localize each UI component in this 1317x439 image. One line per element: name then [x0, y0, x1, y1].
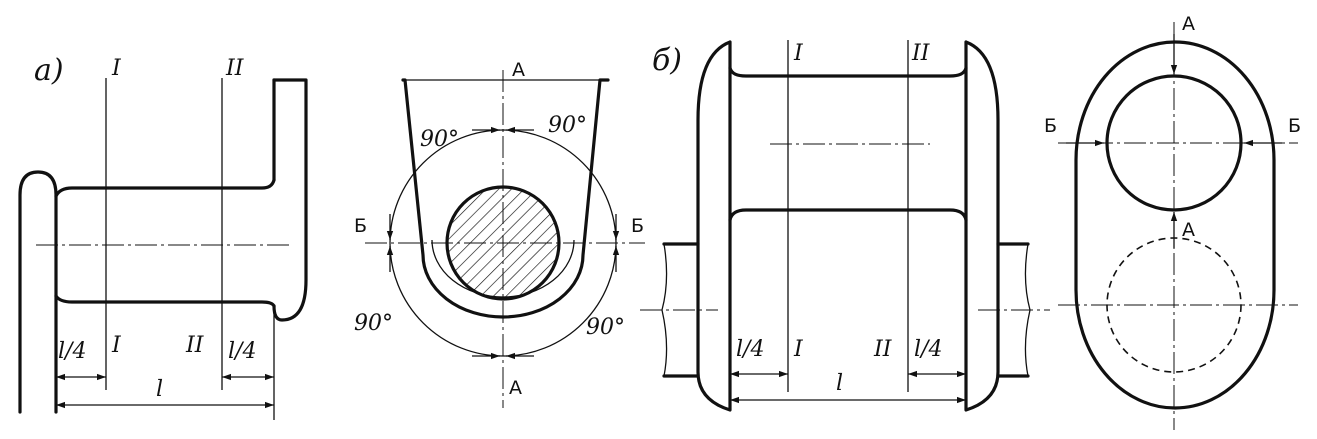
figure-b-label: б) — [652, 43, 682, 78]
link-b-left: Б — [1044, 115, 1057, 137]
section-a-bot-1: I — [111, 333, 122, 358]
angle-top-left: 90° — [420, 127, 459, 152]
dim-a-quarter-right-label: l/4 — [228, 339, 256, 364]
load-view: A A Б Б 90° 90° 90° 90° — [354, 59, 645, 408]
plate-b-right — [964, 40, 1000, 412]
roller-a-right-flange — [272, 78, 308, 322]
section-b-bot-2: II — [873, 337, 893, 362]
bush-b-body — [728, 66, 968, 78]
load-view-a-top: A — [512, 59, 525, 81]
angle-top-right: 90° — [548, 113, 587, 138]
section-b-top-1: I — [793, 41, 804, 66]
figure-b-assembly: б) I II I II l/4 l/4 l — [640, 40, 1050, 412]
dim-b-quarter-left-label: l/4 — [736, 337, 764, 362]
figure-a-roller: а) I II I II l/4 l/4 l — [18, 53, 308, 420]
dim-b-quarter-right-label: l/4 — [914, 337, 942, 362]
roller-a-left-flange — [18, 170, 58, 414]
section-b-bot-1: I — [793, 337, 804, 362]
load-view-b-left: Б — [354, 215, 367, 237]
link-outline — [1074, 40, 1276, 410]
pin-stub-left — [662, 242, 700, 378]
dim-a-quarter-left-label: l/4 — [58, 339, 86, 364]
load-view-a-bottom: A — [509, 377, 522, 399]
roller-a-body — [54, 178, 276, 198]
dim-b-length-label: l — [836, 371, 843, 396]
angle-bottom-right: 90° — [586, 315, 625, 340]
angle-bottom-left: 90° — [354, 311, 393, 336]
plate-b-left — [696, 40, 732, 412]
figure-a-label: а) — [34, 53, 64, 88]
pin-stub-right — [996, 242, 1030, 378]
link-a-top: A — [1182, 13, 1195, 35]
link-view: A A Б Б — [1044, 13, 1301, 430]
section-a-top-1: I — [111, 56, 122, 81]
link-a-middle: A — [1182, 219, 1195, 241]
section-a-bot-2: II — [185, 333, 205, 358]
angle-circle — [389, 129, 617, 357]
section-a-top-2: II — [225, 56, 245, 81]
link-b-right: Б — [1288, 115, 1301, 137]
load-view-b-right: Б — [631, 215, 644, 237]
section-b-top-2: II — [911, 41, 931, 66]
dim-a-length-label: l — [156, 377, 163, 402]
